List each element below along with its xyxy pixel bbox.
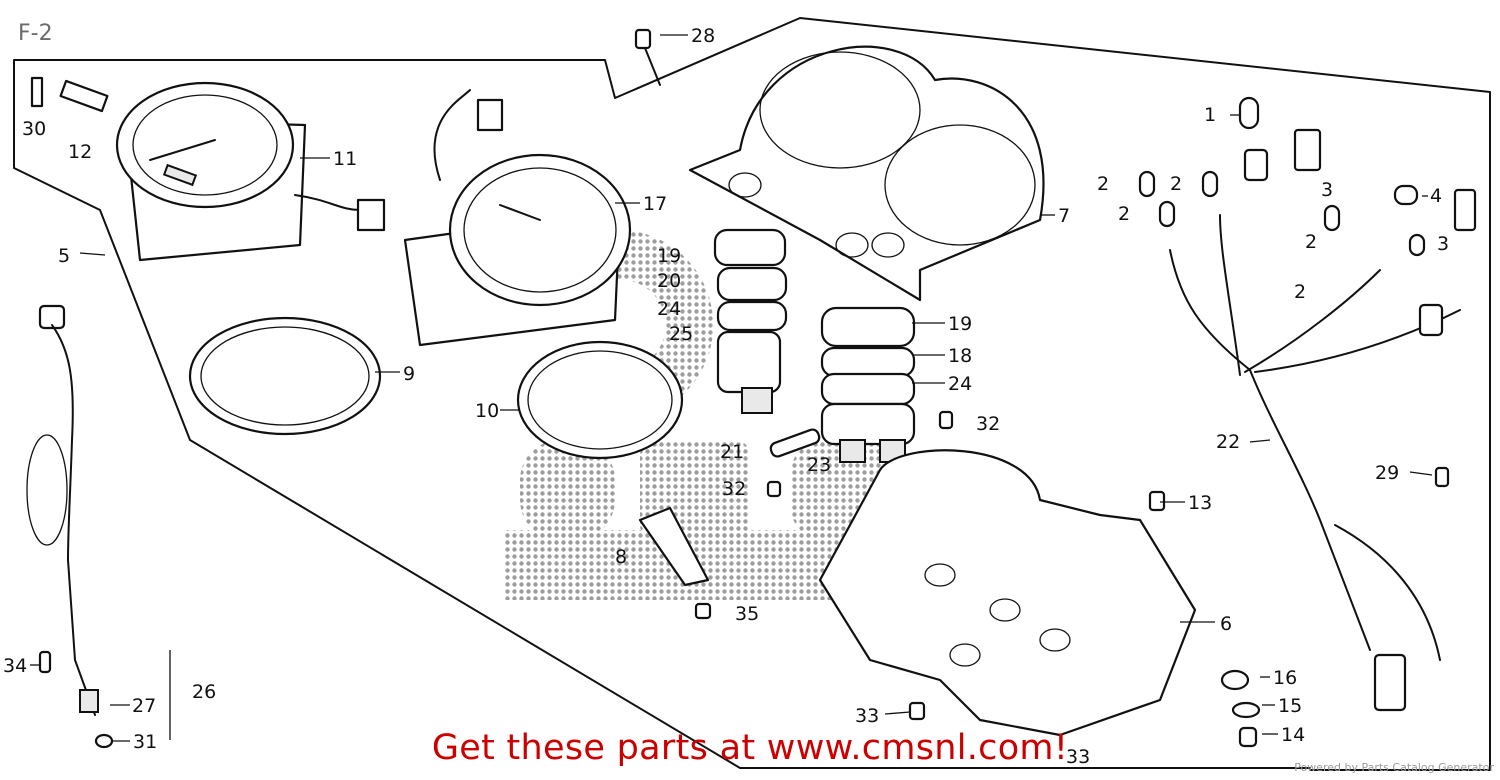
- ref-3: 3: [1321, 179, 1333, 201]
- ref-14: 14: [1281, 724, 1305, 746]
- tachometer-ring: [516, 340, 684, 460]
- ref-31: 31: [133, 731, 157, 753]
- sheet-label: F-2: [18, 21, 53, 46]
- ref-2: 2: [1097, 173, 1109, 195]
- ref-12: 12: [68, 141, 92, 163]
- ref-25: 25: [669, 323, 693, 345]
- ref-13: 13: [1188, 492, 1212, 514]
- ref-32: 32: [722, 478, 746, 500]
- ref-21: 21: [720, 441, 744, 463]
- indicator-stack-left: [713, 228, 788, 414]
- reference-numbers: 1 2 2 2 2 2 3 3 4 5 6 7 8 9 10 11 12 13 …: [3, 25, 1449, 768]
- ref-2: 2: [1305, 231, 1317, 253]
- dealer-link-banner[interactable]: Get these parts at www.cmsnl.com!: [431, 728, 1069, 768]
- ref-4: 4: [1430, 185, 1442, 207]
- ref-30: 30: [22, 118, 46, 140]
- speedometer-ring: [188, 316, 382, 436]
- meter-panel: [688, 45, 1045, 302]
- ref-8: 8: [615, 546, 627, 568]
- ref-29: 29: [1375, 462, 1399, 484]
- ref-33: 33: [1066, 746, 1090, 768]
- ref-2: 2: [1294, 281, 1306, 303]
- speedometer-unit: [115, 81, 386, 262]
- ref-1: 1: [1204, 104, 1216, 126]
- wire-harness: [1169, 128, 1477, 712]
- ref-26: 26: [192, 681, 216, 703]
- ref-28: 28: [691, 25, 715, 47]
- screw-part-30: [30, 76, 44, 108]
- speedometer-cable: [26, 304, 99, 716]
- ref-10: 10: [475, 400, 499, 422]
- screw-part-12: [59, 79, 109, 113]
- ref-3: 3: [1437, 233, 1449, 255]
- ref-2: 2: [1170, 173, 1182, 195]
- small-bracket-21: [769, 428, 821, 458]
- ref-16: 16: [1273, 667, 1297, 689]
- ref-11: 11: [333, 148, 357, 170]
- ref-22: 22: [1216, 431, 1240, 453]
- generator-credit: Powered by Parts Catalog Generator: [1294, 761, 1494, 774]
- ref-20: 20: [657, 270, 681, 292]
- ref-19: 19: [948, 313, 972, 335]
- meter-case: [818, 449, 1197, 737]
- fasteners: [38, 28, 1450, 749]
- ref-15: 15: [1278, 695, 1302, 717]
- ref-23: 23: [807, 454, 831, 476]
- bracket-part-8: [638, 506, 710, 587]
- ref-32: 32: [976, 413, 1000, 435]
- ref-34: 34: [3, 655, 27, 677]
- ref-35: 35: [735, 603, 759, 625]
- ref-7: 7: [1058, 205, 1070, 227]
- ref-33: 33: [855, 705, 879, 727]
- assembly-boundary: [13, 17, 1491, 771]
- tachometer-unit: [403, 89, 632, 347]
- ref-5: 5: [58, 245, 70, 267]
- ref-18: 18: [948, 345, 972, 367]
- ref-24: 24: [657, 298, 681, 320]
- ref-24: 24: [948, 373, 972, 395]
- ref-17: 17: [643, 193, 667, 215]
- ref-27: 27: [132, 695, 156, 717]
- ref-2: 2: [1118, 203, 1130, 225]
- ref-9: 9: [403, 363, 415, 385]
- ref-6: 6: [1220, 613, 1232, 635]
- leader-lines: [30, 34, 1433, 742]
- indicator-stack-right: [820, 306, 916, 463]
- ref-19: 19: [657, 245, 681, 267]
- bulbs: [1138, 96, 1426, 257]
